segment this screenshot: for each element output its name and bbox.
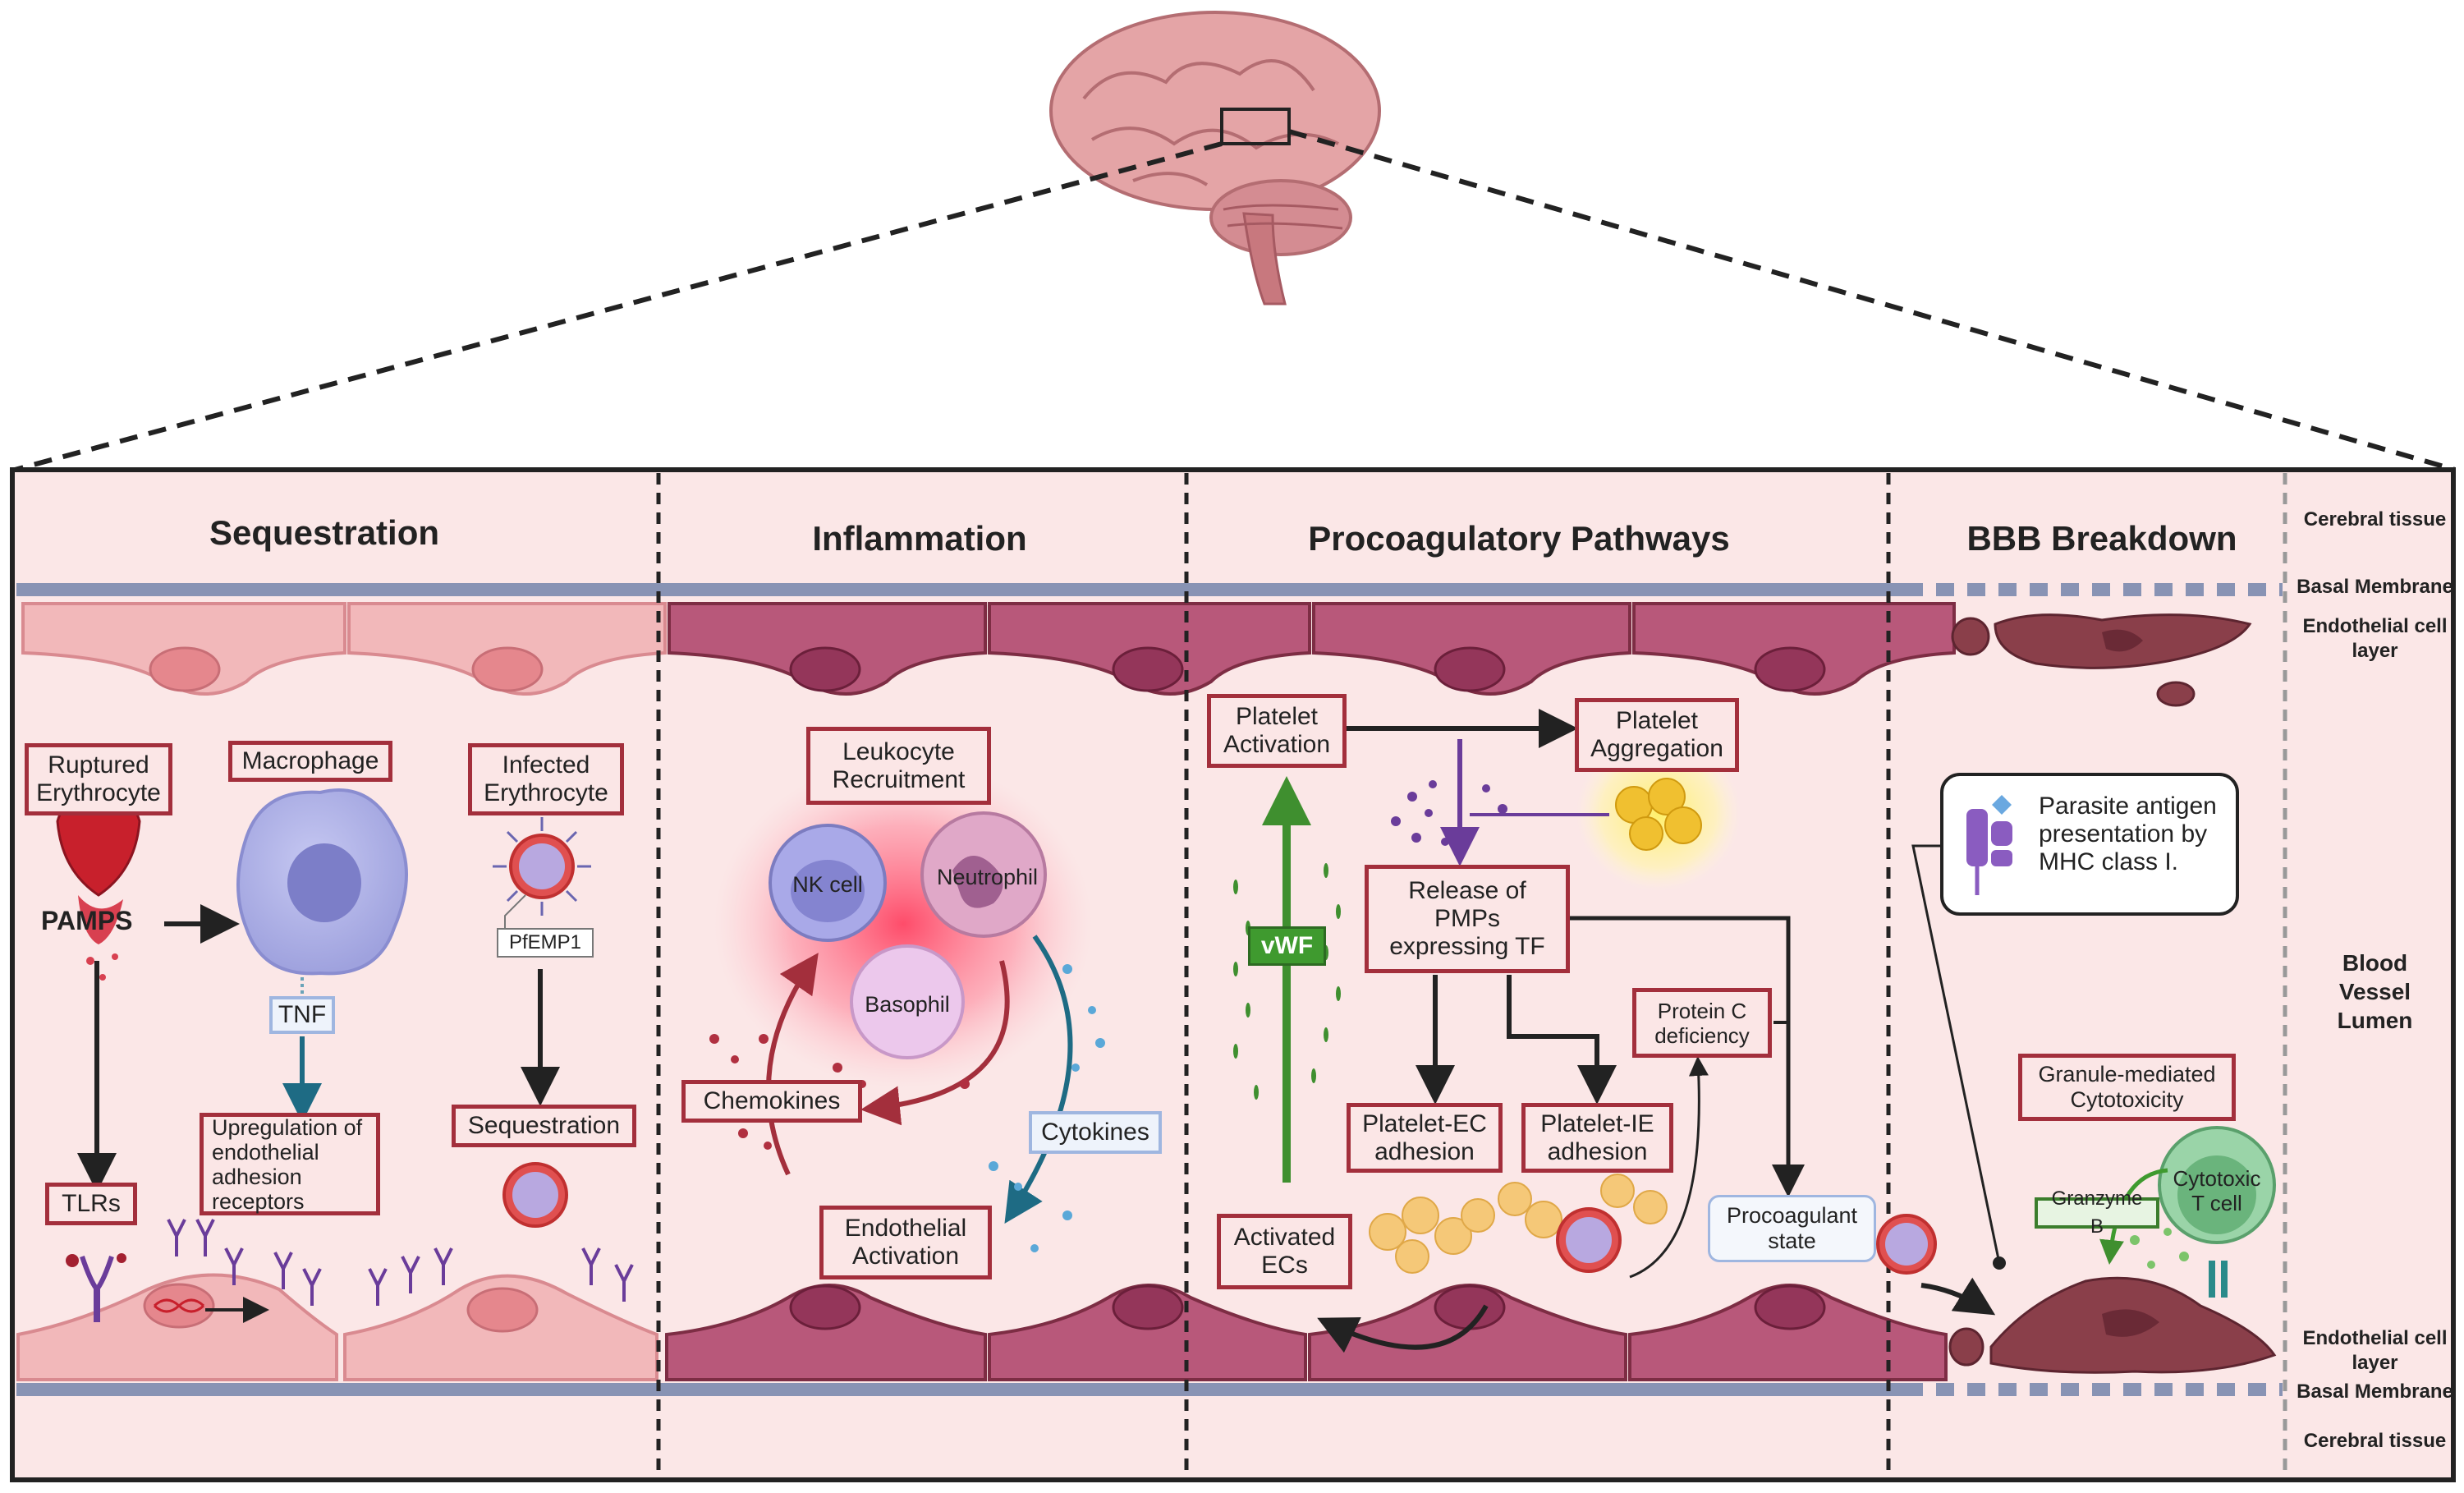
granzyme-particles [2130, 1228, 2189, 1269]
heading-procoagulatory: Procoagulatory Pathways [1308, 519, 1730, 558]
label-cytokines: Cytokines [1029, 1111, 1162, 1154]
infected-erythrocyte-icon [493, 817, 591, 916]
platelet-icon [1615, 778, 1702, 851]
side-basal-bottom: Basal Membrane [2297, 1380, 2453, 1403]
label-tnf: TNF [269, 996, 335, 1034]
side-cerebral-bottom: Cerebral tissue [2303, 1430, 2447, 1452]
cytokine-arrow [1004, 935, 1073, 1224]
label-granule-cytotoxicity: Granule-mediated Cytotoxicity [2018, 1054, 2236, 1121]
label-platelet-activation: Platelet Activation [1207, 694, 1347, 768]
pfemp1-pointer [504, 894, 526, 932]
chemokine-particles [709, 1034, 970, 1150]
label-basophil: Basophil [865, 992, 950, 1017]
basophil-icon [850, 944, 965, 1059]
side-lumen: Blood Vessel Lumen [2337, 950, 2413, 1033]
brain-zoom-box [1220, 108, 1291, 145]
zoom-line-right [1288, 129, 2456, 472]
ie-to-protein-c-arrow [1629, 1056, 1709, 1279]
label-ruptured-erythrocyte: Ruptured Erythrocyte [25, 743, 172, 815]
bbb-infected-erythrocyte [1876, 1214, 1937, 1275]
zoom-line-left [14, 141, 1223, 472]
pmp-particles [1391, 780, 1507, 846]
label-platelet-ec: Platelet-EC adhesion [1347, 1103, 1503, 1173]
label-antigen-presentation: Parasite antigen presentation by MHC cla… [2039, 792, 2217, 875]
neutrophil-icon [920, 811, 1047, 938]
release-to-procoagulant-arrow [1568, 916, 1805, 1197]
endothelial-layer-top [21, 602, 2252, 707]
label-activated-ecs: Activated ECs [1217, 1214, 1352, 1289]
chemokine-arrow-up [766, 953, 819, 1176]
label-sequestration: Sequestration [452, 1105, 636, 1147]
tlr-receptor-icon [66, 1253, 126, 1322]
mhc-receptor-icon [1966, 795, 2012, 895]
label-neutrophil: Neutrophil [936, 865, 1039, 889]
label-cytotoxic-t-cell: Cytotoxic T cell [2173, 1166, 2261, 1215]
adhered-platelets [1369, 1174, 1668, 1274]
heading-inflammation: Inflammation [812, 519, 1027, 558]
label-infected-erythrocyte: Infected Erythrocyte [468, 743, 624, 815]
adhesion-receptors [167, 1219, 634, 1306]
heading-sequestration: Sequestration [209, 513, 440, 552]
cytokine-particles [989, 964, 1105, 1252]
side-basal-top: Basal Membrane [2297, 576, 2453, 598]
ec-to-activated-arrow [1317, 1304, 1489, 1353]
label-nk-cell: NK cell [792, 872, 863, 897]
label-tlrs: TLRs [45, 1183, 137, 1225]
basal-membrane-top [16, 583, 1905, 596]
platelet-ie-erythrocyte [1556, 1207, 1622, 1273]
label-platelet-ie: Platelet-IE adhesion [1521, 1103, 1673, 1173]
label-granzyme-b: Granzyme B [2035, 1188, 2159, 1238]
t-cell-icon [2158, 1126, 2276, 1298]
dna-icon [153, 1298, 205, 1313]
label-protein-c: Protein C deficiency [1632, 988, 1772, 1058]
macrophage-icon [236, 788, 408, 976]
label-platelet-aggregation: Platelet Aggregation [1575, 698, 1739, 772]
antigen-box [1940, 773, 2239, 916]
granzyme-arrow [2099, 1168, 2168, 1265]
label-procoagulant-state: Procoagulant state [1708, 1195, 1876, 1262]
label-upregulation: Upregulation of endothelial adhesion rec… [200, 1113, 380, 1215]
side-endo-bottom: Endothelial cell layer [2302, 1327, 2448, 1374]
label-endothelial-activation: Endothelial Activation [819, 1206, 992, 1279]
sequestered-erythrocyte-icon [502, 1162, 568, 1228]
side-endo-top: Endothelial cell layer [2302, 615, 2448, 662]
label-release-pmps: Release of PMPs expressing TF [1365, 865, 1570, 973]
label-vwf: vWF [1248, 926, 1326, 966]
heading-bbb: BBB Breakdown [1966, 519, 2237, 558]
nk-cell-icon [769, 824, 887, 942]
label-pfemp1: PfEMP1 [497, 928, 594, 958]
antigen-pointer-dot [1993, 1256, 2006, 1270]
antigen-pointer [1911, 844, 2001, 1264]
erythrocyte-to-damaged-arrow [1920, 1277, 1996, 1316]
brain-icon [1049, 11, 1381, 305]
side-cerebral-top: Cerebral tissue [2303, 508, 2447, 531]
release-to-platelet-ie-arrow [1507, 975, 1617, 1105]
label-chemokines: Chemokines [681, 1080, 862, 1123]
label-leukocyte-recruitment: Leukocyte Recruitment [806, 727, 991, 805]
label-macrophage: Macrophage [228, 741, 392, 782]
label-pamps: PAMPS [41, 906, 133, 935]
basal-membrane-bottom [16, 1383, 1905, 1396]
chemokine-arrow-left [860, 960, 1010, 1126]
